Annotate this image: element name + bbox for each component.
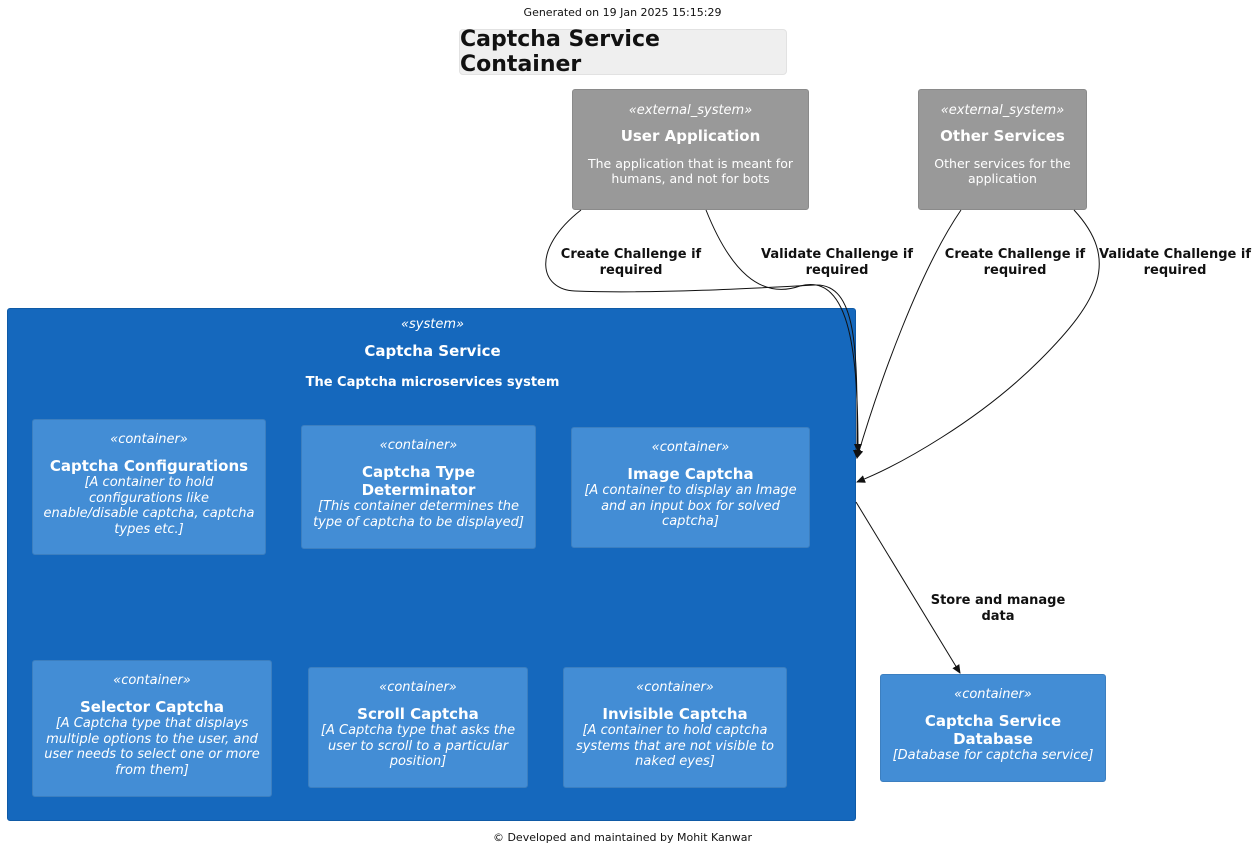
stereotype-label: «external_system» xyxy=(628,103,753,118)
external-system-other-services: «external_system» Other Services Other s… xyxy=(918,89,1087,210)
external-system-name: Other Services xyxy=(940,127,1065,145)
container-name: Image Captcha xyxy=(627,465,754,483)
container-name: Captcha Configurations xyxy=(49,457,249,475)
external-system-name: User Application xyxy=(620,127,761,145)
footer-credit: © Developed and maintained by Mohit Kanw… xyxy=(492,831,753,844)
edge-label-create-challenge: Create Challenge if required xyxy=(560,247,702,278)
edge-store-manage-data xyxy=(855,501,961,674)
container-name: Captcha Type Determinator xyxy=(361,463,476,499)
stereotype-label: «container» xyxy=(636,680,714,695)
stereotype-label: «external_system» xyxy=(940,103,1065,118)
edge-label-create-challenge: Create Challenge if required xyxy=(944,247,1086,278)
stereotype-label: «container» xyxy=(379,680,457,695)
container-selector-captcha: «container» Selector Captcha [A Captcha … xyxy=(32,660,272,797)
container-name: Selector Captcha xyxy=(79,698,224,716)
container-image-captcha: «container» Image Captcha [A container t… xyxy=(571,427,810,548)
edge-label-validate-challenge: Validate Challenge if required xyxy=(1099,247,1251,278)
diagram-title: Captcha Service Container xyxy=(459,27,787,77)
external-system-user-application: «external_system» User Application The a… xyxy=(572,89,809,210)
edge-other-services-create xyxy=(855,209,962,459)
external-system-description: Other services for the application xyxy=(934,156,1071,186)
container-name: Captcha Service Database xyxy=(924,712,1062,748)
system-description: The Captcha microservices system xyxy=(305,375,560,390)
container-captcha-service-database: «container» Captcha Service Database [Da… xyxy=(880,674,1106,782)
generated-timestamp: Generated on 19 Jan 2025 15:15:29 xyxy=(523,6,722,19)
container-captcha-type-determinator: «container» Captcha Type Determinator [T… xyxy=(301,425,536,549)
stereotype-label: «container» xyxy=(113,673,191,688)
container-invisible-captcha: «container» Invisible Captcha [A contain… xyxy=(563,667,787,788)
edge-other-services-validate xyxy=(856,209,1100,483)
system-name: Captcha Service xyxy=(364,342,501,360)
container-captcha-configurations: «container» Captcha Configurations [A co… xyxy=(32,419,266,555)
stereotype-label: «container» xyxy=(110,432,188,447)
container-description: [A container to hold configurations like… xyxy=(43,475,255,537)
stereotype-label: «container» xyxy=(651,440,730,455)
edge-user-app-create xyxy=(545,209,862,459)
container-scroll-captcha: «container» Scroll Captcha [A Captcha ty… xyxy=(308,667,528,788)
edge-user-app-validate xyxy=(705,209,862,453)
container-description: [A Captcha type that asks the user to sc… xyxy=(320,723,516,769)
external-system-description: The application that is meant for humans… xyxy=(588,156,793,186)
container-description: [A Captcha type that displays multiple o… xyxy=(44,716,260,778)
container-description: [A container to hold captcha systems tha… xyxy=(575,723,775,769)
stereotype-label: «container» xyxy=(379,438,458,453)
stereotype-label: «system» xyxy=(400,317,465,332)
container-name: Scroll Captcha xyxy=(357,705,479,723)
container-description: [Database for captcha service] xyxy=(892,748,1094,763)
container-description: [A container to display an Image and an … xyxy=(584,483,797,529)
container-description: [This container determines the type of c… xyxy=(313,499,524,530)
container-name: Invisible Captcha xyxy=(602,705,748,723)
stereotype-label: «container» xyxy=(954,687,1032,702)
edge-label-validate-challenge: Validate Challenge if required xyxy=(761,247,913,278)
edge-label-store-manage-data: Store and manage data xyxy=(930,593,1066,624)
